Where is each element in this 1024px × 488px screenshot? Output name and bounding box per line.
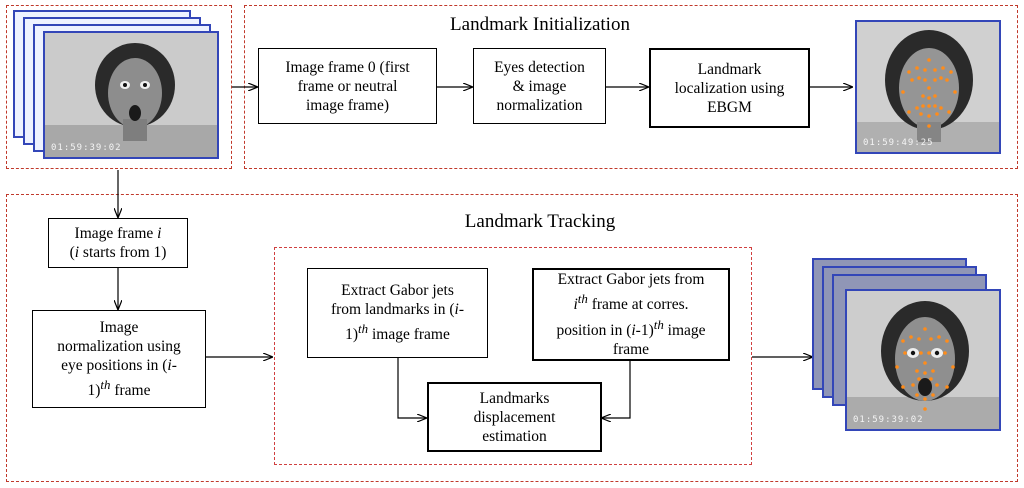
input-frame-timestamp: 01:59:39:02 (51, 143, 122, 153)
init-output-timestamp: 01:59:49:25 (863, 138, 934, 148)
track-landmark-dots (895, 327, 955, 411)
track-output-timestamp: 01:59:39:02 (853, 415, 924, 425)
arrow-gabor-cur-to-displacement (602, 361, 631, 418)
track-output-face: 01:59:39:02 (845, 289, 1001, 431)
init-landmark-dots (901, 58, 957, 128)
input-frames-panel (6, 5, 232, 169)
gabor-processing-panel (274, 247, 752, 465)
landmark-initialization-title: Landmark Initialization (450, 14, 630, 35)
init-output-face: 01:59:49:25 (855, 20, 1001, 154)
landmark-tracking-title: Landmark Tracking (464, 211, 616, 232)
landmark-tracking-panel (6, 194, 1018, 482)
image-frame-i-box: Image frame i(i starts from 1) (48, 218, 188, 268)
arrow-gabor-prev-to-displacement (397, 358, 426, 418)
input-face-frame: 01:59:39:02 (43, 31, 219, 159)
